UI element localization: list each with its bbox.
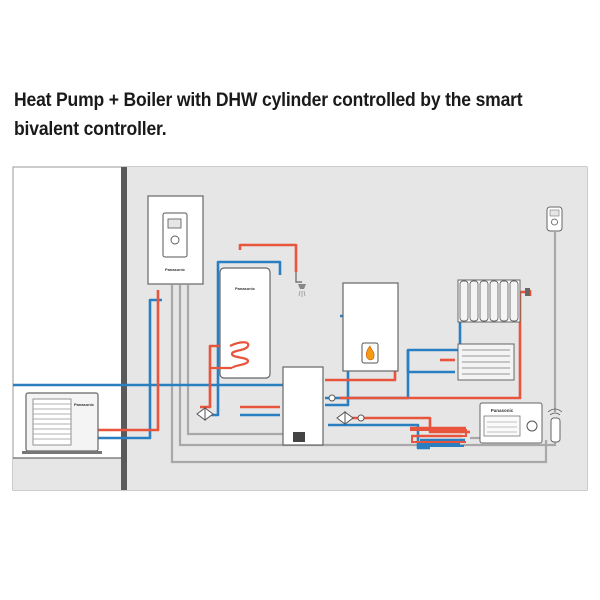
hot-pipe-dhw bbox=[238, 243, 298, 272]
cylinder-coil bbox=[208, 341, 250, 407]
cylinder-brand: Panasonic bbox=[235, 286, 256, 291]
hot-pipe-boiler bbox=[325, 368, 397, 382]
valve-ufh bbox=[336, 411, 354, 425]
underfloor-heating-icon bbox=[410, 429, 467, 447]
heat-pump-brand: Panasonic bbox=[74, 402, 95, 407]
radiator-icon[interactable] bbox=[457, 279, 530, 323]
ground-area bbox=[13, 458, 126, 490]
valve-mixing bbox=[196, 407, 214, 421]
hot-pipes bbox=[96, 243, 532, 438]
buffer-tank-icon[interactable] bbox=[282, 366, 324, 446]
smart-controller-icon[interactable]: Panasonic bbox=[479, 402, 543, 444]
control-unit-brand: Panasonic bbox=[165, 267, 186, 272]
dhw-cylinder-icon[interactable]: Panasonic bbox=[208, 267, 271, 407]
controller-brand: Panasonic bbox=[491, 408, 514, 413]
wireless-sensor-icon bbox=[547, 408, 563, 443]
gas-boiler-icon[interactable] bbox=[342, 282, 399, 372]
valve-icon bbox=[196, 394, 365, 425]
hot-pipe-radiator bbox=[340, 290, 525, 400]
grey-pipe-1 bbox=[186, 285, 290, 436]
diagram-title-line-2: bivalent controller. bbox=[14, 118, 167, 140]
flame-icon bbox=[365, 345, 375, 361]
room-thermostat-icon[interactable] bbox=[546, 206, 563, 232]
grey-pipe-3 bbox=[170, 285, 548, 464]
control-unit-icon[interactable]: Panasonic bbox=[147, 195, 204, 285]
valve-ufh-2 bbox=[357, 414, 365, 422]
diagram-title-line-1: Heat Pump + Boiler with DHW cylinder con… bbox=[14, 89, 523, 111]
fan-coil-icon[interactable] bbox=[457, 343, 515, 381]
hot-pipe-heatpump bbox=[96, 290, 160, 432]
heat-pump-icon[interactable]: Panasonic bbox=[22, 392, 102, 454]
house-wall bbox=[121, 167, 127, 490]
cold-pipe-heatpump bbox=[96, 298, 162, 440]
valve-boiler bbox=[328, 394, 336, 402]
cold-pipe-ufh-loop bbox=[418, 438, 465, 446]
diagram-title: Heat Pump + Boiler with DHW cylinder con… bbox=[14, 86, 527, 144]
cold-pipe-fancoil bbox=[406, 350, 455, 374]
hot-pipe-ufh bbox=[345, 416, 470, 434]
shower-icon bbox=[295, 272, 306, 297]
